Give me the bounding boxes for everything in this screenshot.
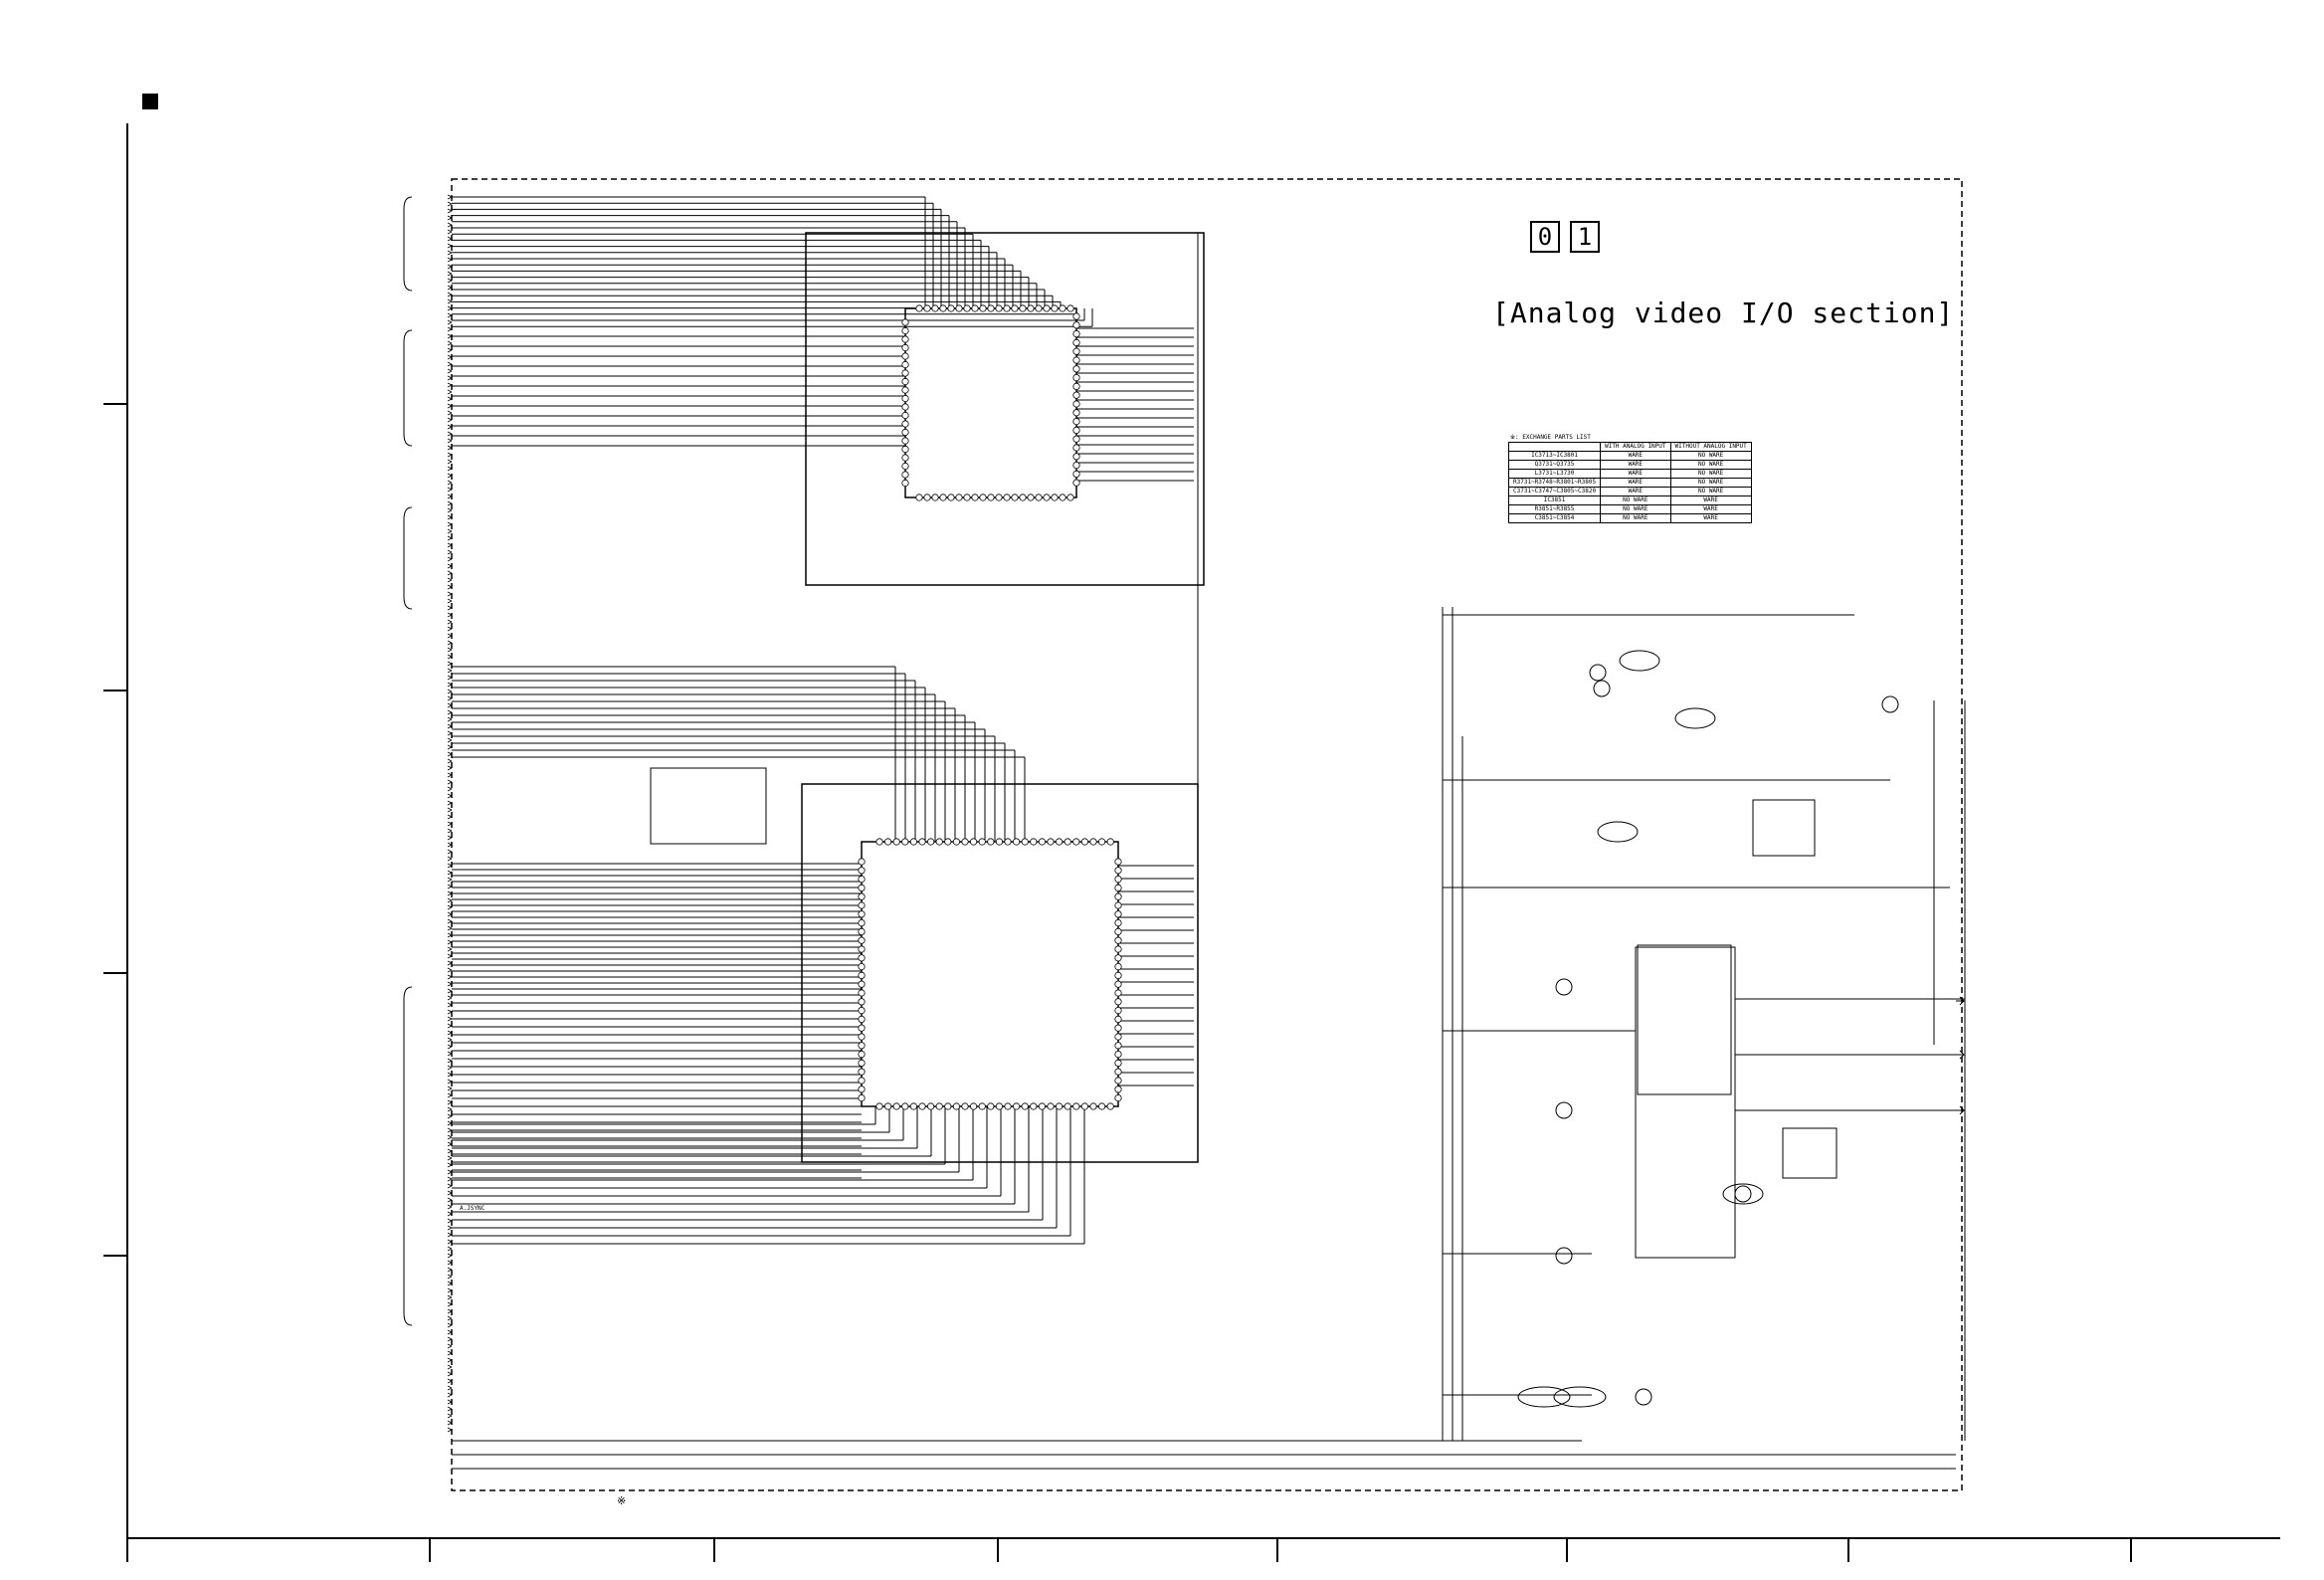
parts-table-cell: WARE [1669,513,1752,523]
upper-ic-block [805,232,1205,586]
lower-ic-body [861,841,1119,1107]
upper-ic-body [904,307,1077,498]
buffer-block [650,767,767,845]
parts-table-cell: NO WARE [1600,513,1671,523]
section-boundary [451,178,1963,1491]
footnote-symbol: ※ [617,1494,627,1507]
switch-ic-frame [1635,946,1736,1259]
section-digit-1: 1 [1570,221,1600,253]
sync-label: A.JSYNC [460,1205,485,1212]
section-title: [Analog video I/O section] [1492,296,1955,329]
diode-block [1782,1127,1838,1179]
corner-marker [142,94,158,109]
switch-ic [1637,944,1732,1095]
parts-table-caption: ※: EXCHANGE PARTS LIST [1510,434,1591,441]
section-digit-0: 0 [1530,221,1560,253]
lower-ic-block [801,783,1199,1163]
driver-ic [1752,799,1816,857]
